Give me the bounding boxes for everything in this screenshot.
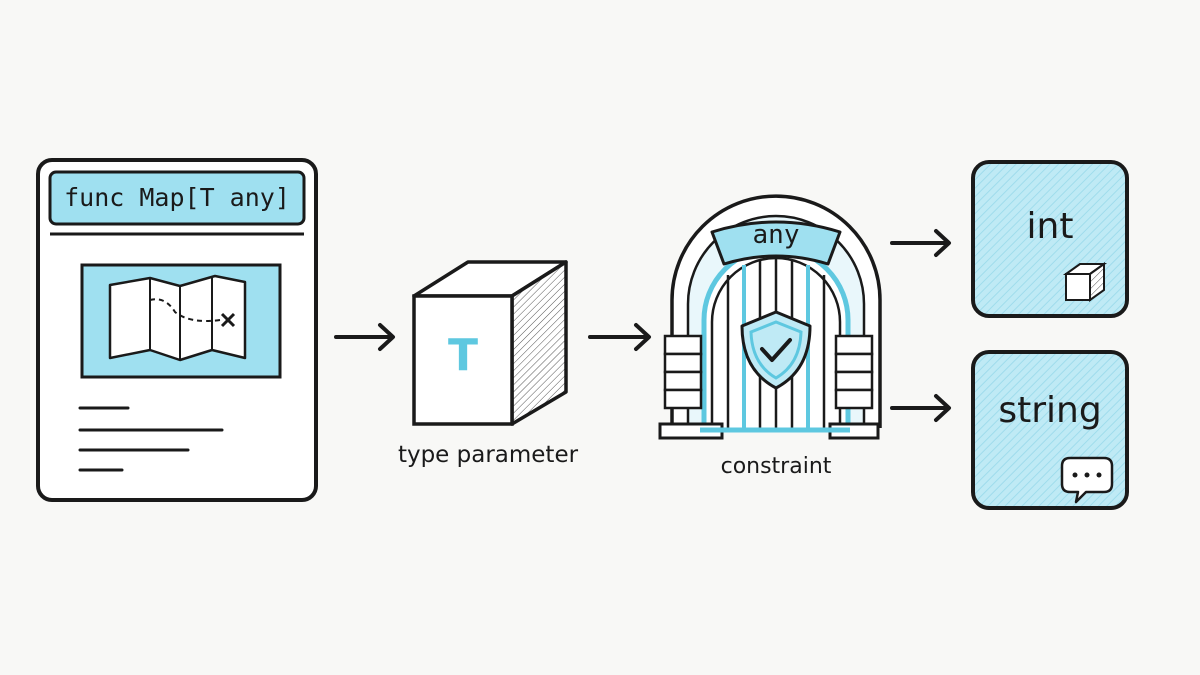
- output-box-string: [971, 350, 1129, 510]
- output-box-int: [971, 160, 1129, 318]
- shield-check-icon: [740, 310, 812, 390]
- type-parameter-caption: type parameter: [397, 442, 579, 468]
- arrow-right-icon: [890, 229, 951, 257]
- arrow-right-icon: [334, 323, 395, 351]
- signature-header: [48, 170, 306, 226]
- output-label-int: int: [1026, 206, 1074, 247]
- function-signature: func Map[T any]: [64, 183, 290, 212]
- type-parameter-cube: [412, 260, 568, 426]
- type-parameter-letter: T: [447, 330, 478, 381]
- constraint-gate: [658, 194, 882, 440]
- arrow-right-icon: [588, 323, 651, 351]
- cube-icon: [1062, 262, 1108, 302]
- arrow-right-icon: [890, 394, 951, 422]
- constraint-caption: constraint: [720, 454, 832, 479]
- speech-bubble-icon: [1060, 456, 1114, 504]
- output-label-string: string: [998, 390, 1102, 431]
- constraint-keyword: any: [752, 220, 800, 250]
- function-card: [36, 158, 318, 502]
- map-icon: [80, 263, 282, 379]
